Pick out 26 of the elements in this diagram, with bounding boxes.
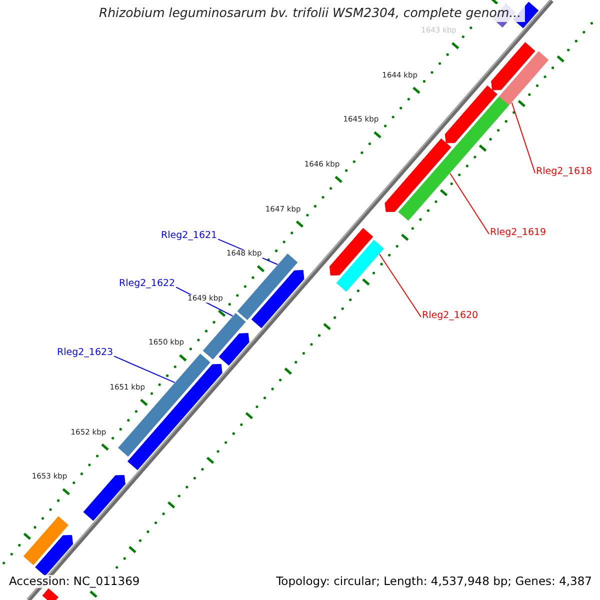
gene-bar [202,313,246,360]
gene-label: Rleg2_1621 [161,231,218,242]
gene-label: Rleg2_1618 [536,167,592,178]
gene-feature [329,228,374,276]
leader-line [511,102,536,174]
gene-feature [83,475,126,521]
gene-feature [127,364,222,470]
gene-label: Rleg2_1622 [119,279,176,290]
leader-line [450,172,490,234]
footer-text: Accession: NC_011369 [9,575,140,588]
gene-bar [336,240,384,292]
gene-feature [218,333,250,366]
gene-feature [491,42,536,90]
leader-line [114,356,176,383]
footer-text: Topology: circular; Length: 4,537,948 bp; Genes: 4,387 [276,575,592,588]
gene-label: Rleg2_1620 [422,311,478,322]
leader-line [379,254,422,318]
gene-bar [23,516,68,566]
gene-feature [444,85,498,144]
gene-feature [35,535,74,576]
gene-bar [498,51,549,106]
gene-label: Rleg2_1619 [490,228,546,239]
gene-feature [251,270,304,328]
gene-feature [384,138,452,212]
gene-label: Rleg2_1623 [57,348,114,359]
gene-bar [398,96,510,221]
